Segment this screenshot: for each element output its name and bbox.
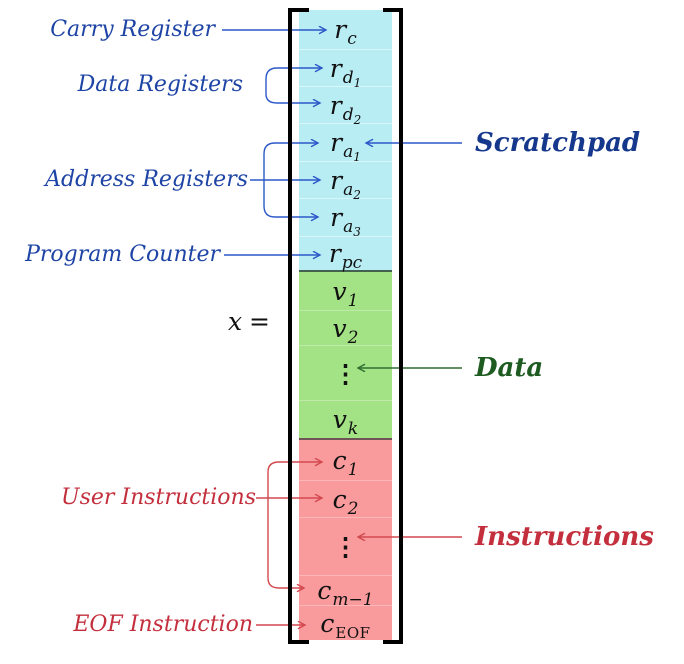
cell-r-d1: rd1 xyxy=(299,49,392,90)
vertical-dots: ⋮ xyxy=(333,358,358,388)
cell-r-c: rc xyxy=(299,10,392,49)
cell-c2: c2 xyxy=(299,480,392,517)
instructions-section: c1 c2 ⋮ cm−1 cEOF xyxy=(299,438,392,640)
cell-label: cm−1 xyxy=(317,576,374,610)
cell-label: ra1 xyxy=(330,128,361,164)
x-equals-label: x= xyxy=(228,307,270,337)
cell-r-a1: ra1 xyxy=(299,123,392,164)
cell-v-dots: ⋮ xyxy=(299,345,392,400)
x-variable: x xyxy=(227,307,243,336)
vector-column: rc rd1 rd2 ra1 ra2 ra3 rpc v1 xyxy=(299,10,392,640)
cell-r-a3: ra3 xyxy=(299,198,392,239)
cell-label: v1 xyxy=(332,276,359,311)
cell-label: c2 xyxy=(332,484,359,519)
program-counter-label: Program Counter xyxy=(25,242,220,267)
data-section: v1 v2 ⋮ vk xyxy=(299,270,392,438)
cell-r-d2: rd2 xyxy=(299,86,392,127)
carry-register-label: Carry Register xyxy=(50,17,215,42)
data-label: Data xyxy=(475,353,544,383)
user-instructions-label: User Instructions xyxy=(61,485,256,510)
cell-vk: vk xyxy=(299,400,392,438)
cell-c1: c1 xyxy=(299,440,392,480)
cell-label: vk xyxy=(332,405,359,439)
eof-instruction-label: EOF Instruction xyxy=(73,612,253,637)
cell-v1: v1 xyxy=(299,272,392,310)
equals-sign: = xyxy=(249,307,270,336)
cell-ceof: cEOF xyxy=(299,605,392,640)
address-registers-label: Address Registers xyxy=(45,167,248,192)
cell-r-a2: ra2 xyxy=(299,161,392,202)
cell-label: c1 xyxy=(332,445,359,480)
cell-label: rd2 xyxy=(329,90,362,127)
cell-v2: v2 xyxy=(299,310,392,348)
data-registers-label: Data Registers xyxy=(77,72,243,97)
cell-cm1: cm−1 xyxy=(299,575,392,610)
cell-c-dots: ⋮ xyxy=(299,517,392,575)
cell-r-pc: rpc xyxy=(299,236,392,273)
vertical-dots: ⋮ xyxy=(333,532,358,561)
cell-label: rc xyxy=(334,15,357,49)
instructions-label: Instructions xyxy=(475,522,654,552)
cell-label: ra3 xyxy=(330,203,361,239)
cell-label: cEOF xyxy=(320,608,371,642)
scratchpad-label: Scratchpad xyxy=(475,128,641,158)
cell-label: rd1 xyxy=(329,53,362,90)
cell-label: ra2 xyxy=(330,165,361,202)
cell-label: v2 xyxy=(332,313,359,348)
scratchpad-section: rc rd1 rd2 ra1 ra2 ra3 rpc xyxy=(299,10,392,273)
cell-label: rpc xyxy=(328,239,363,273)
